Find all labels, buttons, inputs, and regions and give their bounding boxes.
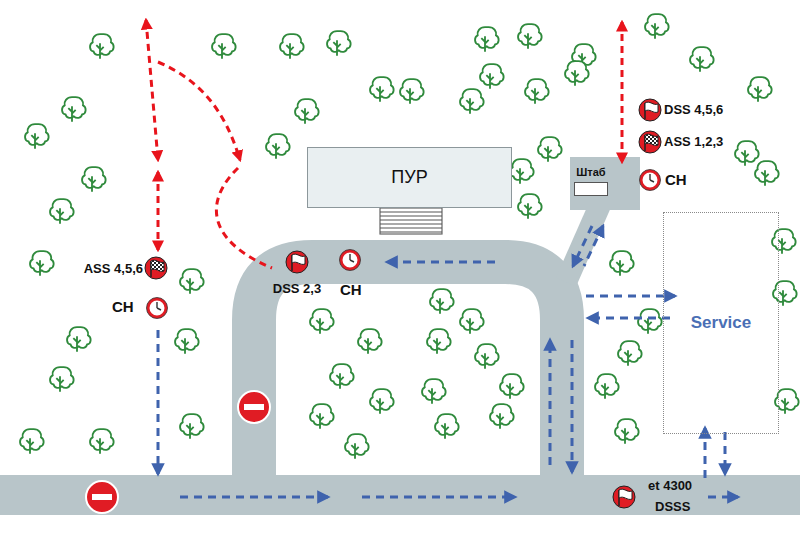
tree-icon: [638, 309, 662, 334]
no-entry-sign: [86, 391, 270, 513]
hq-box: Штаб: [571, 166, 611, 200]
tree-icon: [370, 389, 394, 414]
tree-icon: [735, 141, 759, 166]
tree-icon: [67, 327, 91, 352]
map-label: DSS 2,3: [273, 282, 321, 296]
tree-icon: [645, 14, 669, 39]
control-icons: [145, 99, 661, 508]
tree-icon: [327, 31, 351, 56]
tree-icon: [358, 329, 382, 354]
map-label: CH: [112, 299, 134, 316]
tree-icon: [610, 251, 634, 276]
map-label: DSS 4,5,6: [664, 103, 723, 117]
tree-icon: [538, 137, 562, 162]
tree-icon: [615, 419, 639, 444]
hq-building: [570, 157, 640, 210]
service-area: Service: [663, 212, 779, 434]
tree-icon: [427, 329, 451, 354]
map-label: ASS 1,2,3: [664, 135, 723, 149]
blue-traffic: [158, 226, 738, 497]
tree-icon: [310, 309, 334, 334]
tree-icon: [266, 134, 290, 159]
tree-icon: [510, 159, 534, 184]
tree-icon: [475, 27, 499, 52]
tree-icon: [212, 34, 236, 59]
tree-icon: [755, 161, 779, 186]
red-route: [146, 20, 622, 268]
tree-icon: [295, 99, 319, 124]
tree-icon: [618, 341, 642, 366]
tree-icon: [772, 229, 796, 254]
tree-group: [20, 14, 799, 459]
tree-icon: [50, 367, 74, 392]
tree-icon: [460, 89, 484, 114]
tree-icon: [460, 309, 484, 334]
tree-icon: [62, 97, 86, 122]
tree-icon: [400, 79, 424, 104]
map-label: CH: [665, 172, 687, 189]
map-label: et 4300: [648, 479, 692, 493]
tree-icon: [518, 24, 542, 49]
tree-icon: [90, 34, 114, 59]
tree-icon: [310, 404, 334, 429]
tree-icon: [180, 414, 204, 439]
tree-icon: [30, 251, 54, 276]
tree-icon: [480, 64, 504, 89]
tree-icon: [82, 167, 106, 192]
tree-icon: [180, 269, 204, 294]
tree-icon: [370, 77, 394, 102]
tree-icon: [90, 429, 114, 454]
tree-icon: [525, 79, 549, 104]
tree-icon: [345, 434, 369, 459]
tree-icon: [690, 47, 714, 72]
tree-icon: [490, 404, 514, 429]
map-label: DSSS: [655, 500, 690, 514]
hq-window: [574, 182, 608, 196]
stairs: [380, 208, 442, 234]
tree-icon: [595, 374, 619, 399]
tree-icon: [773, 281, 797, 306]
node-text: ПУР: [391, 167, 427, 188]
tree-icon: [430, 289, 454, 314]
tree-icon: [330, 364, 354, 389]
tree-icon: [280, 34, 304, 59]
tree-icon: [475, 344, 499, 369]
tree-icon: [748, 77, 772, 102]
tree-icon: [50, 199, 74, 224]
map-label: CH: [340, 282, 362, 299]
tree-icon: [422, 379, 446, 404]
tree-icon: [565, 61, 589, 86]
main-road: [0, 475, 800, 515]
loop-road: [254, 262, 562, 480]
tree-icon: [518, 194, 542, 219]
tree-icon: [500, 374, 524, 399]
tree-icon: [175, 329, 199, 354]
tree-icon: [25, 124, 49, 149]
tree-icon: [20, 429, 44, 454]
tree-icon: [435, 414, 459, 439]
map-label: ASS 4,5,6: [84, 262, 143, 276]
building-box: ПУР: [307, 147, 512, 208]
node-text: Service: [691, 313, 752, 333]
node-text: Штаб: [576, 166, 605, 179]
